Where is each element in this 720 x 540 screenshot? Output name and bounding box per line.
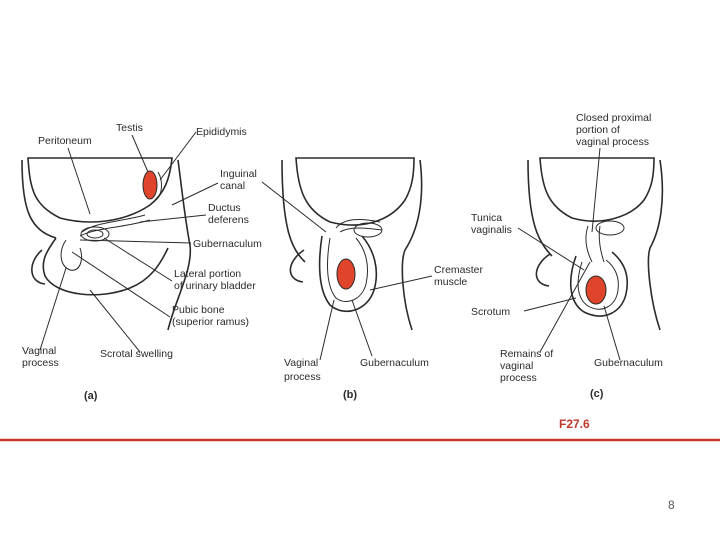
panel-a-label-lateral-2: of urinary bladder: [174, 280, 256, 292]
panel-c-label-tunica-1: Tunica: [471, 212, 502, 224]
panel-a: Testis Peritoneum Epididymis Inguinal ca…: [21, 122, 262, 402]
panel-b-testis: [336, 258, 356, 290]
panel-c-label-remains-2: vaginal: [500, 360, 533, 372]
panel-b-label-vaginal-2: process: [284, 371, 321, 383]
panel-b-label-gubernaculum: Gubernaculum: [360, 357, 429, 369]
panel-a-leader-inguinal: [171, 182, 219, 206]
panel-a-label-scrotal-swelling: Scrotal swelling: [100, 348, 173, 360]
panel-a-thigh: [31, 249, 46, 285]
panel-a-leader-scrotal: [89, 289, 141, 353]
panel-a-bladder: [80, 226, 110, 242]
panel-a-label-gubernaculum: Gubernaculum: [193, 238, 262, 250]
panel-c-label-scrotum: Scrotum: [471, 306, 510, 318]
panel-a-label-vaginal-2: process: [22, 357, 59, 369]
panel-a-label-vaginal-1: Vaginal: [22, 345, 56, 357]
panel-b-scrotal-contour: [318, 235, 378, 313]
panel-c-scrotum: [569, 251, 628, 317]
panel-c-label-remains-1: Remains of: [500, 348, 553, 360]
panel-b-ductus: [335, 219, 383, 233]
panel-c: Closed proximal portion of vaginal proce…: [471, 112, 664, 400]
panel-a-label-inguinal-canal-2: canal: [220, 180, 245, 192]
panel-a-leader-gubernaculum: [79, 239, 192, 244]
panel-c-closed-process: [585, 225, 605, 263]
panel-b-leader-cremaster: [369, 275, 433, 291]
panel-a-testis: [142, 170, 158, 200]
panel-c-peritoneal-cavity: [539, 157, 655, 222]
figure-id: F27.6: [559, 417, 590, 431]
panel-c-label-closed-3: vaginal process: [576, 136, 649, 148]
panel-b-bladder: [353, 222, 383, 238]
panel-c-label-remains-3: process: [500, 372, 537, 384]
panel-a-ductus-deferens: [79, 214, 151, 237]
panel-a-label-ductus-2: deferens: [208, 214, 249, 226]
panel-a-leader-epididymis: [159, 131, 197, 181]
panel-c-label-gubernaculum: Gubernaculum: [594, 357, 663, 369]
page-number: 8: [668, 498, 675, 512]
panel-b-label-vaginal-1: Vaginal: [284, 357, 318, 369]
panel-a-leader-peritoneum: [67, 147, 91, 215]
panel-c-bladder: [595, 220, 625, 236]
panel-b-label-cremaster-2: muscle: [434, 276, 467, 288]
panel-a-vaginal-process: [60, 239, 83, 271]
panel-c-leader-scrotum: [523, 297, 577, 312]
panel-b-leader-inguinal: [261, 181, 327, 233]
panel-a-leader-testis: [131, 134, 149, 173]
panel-b-leader-gubernaculum: [351, 299, 373, 357]
panel-b-panel-label: (b): [343, 389, 357, 401]
panel-a-leader-pubic: [71, 251, 171, 318]
panel-a-peritoneal-cavity: [27, 157, 173, 223]
panel-a-label-ductus-1: Ductus: [208, 202, 241, 214]
panel-a-scrotal-swelling: [42, 237, 169, 296]
panel-b-thigh: [289, 249, 305, 283]
panel-a-label-epididymis: Epididymis: [196, 126, 247, 138]
panel-c-panel-label: (c): [590, 388, 604, 400]
panel-c-leader-closed: [591, 147, 601, 233]
panel-a-leader-ductus: [139, 214, 207, 223]
panel-b-vaginal-process: [327, 237, 369, 302]
panel-a-leader-vaginal: [39, 267, 67, 351]
panel-a-panel-label: (a): [84, 390, 98, 402]
panel-c-testis: [585, 275, 607, 305]
panel-a-leader-lateral: [103, 237, 173, 282]
panel-b-label-cremaster-1: Cremaster: [434, 264, 484, 276]
panel-a-label-peritoneum: Peritoneum: [38, 135, 92, 147]
panel-c-label-tunica-2: vaginalis: [471, 224, 512, 236]
panel-a-label-pubic-1: Pubic bone: [172, 304, 225, 316]
panel-c-leader-tunica: [517, 227, 585, 271]
panel-c-leader-gubernaculum: [603, 305, 621, 361]
panel-a-epididymis: [155, 171, 162, 201]
panel-c-tunica-vaginalis: [577, 259, 619, 310]
panel-b-body-wall: [281, 159, 423, 331]
panel-c-label-closed-2: portion of: [576, 124, 620, 136]
panel-b: Cremaster muscle Vaginal process Guberna…: [261, 157, 484, 401]
panel-a-label-pubic-2: (superior ramus): [172, 316, 249, 328]
panel-a-bladder-inner: [86, 229, 104, 239]
panel-a-body-wall: [21, 159, 192, 331]
panel-b-leader-vaginal: [319, 299, 335, 361]
panel-c-leader-remains: [539, 261, 591, 353]
panel-a-label-testis: Testis: [116, 122, 143, 134]
panel-b-peritoneal-cavity: [295, 157, 415, 226]
panel-c-thigh: [535, 253, 551, 287]
panel-c-label-closed-1: Closed proximal: [576, 112, 651, 124]
panel-c-body-wall: [527, 159, 664, 331]
panel-a-label-lateral-1: Lateral portion: [174, 268, 241, 280]
panel-a-label-inguinal-canal-1: Inguinal: [220, 168, 257, 180]
